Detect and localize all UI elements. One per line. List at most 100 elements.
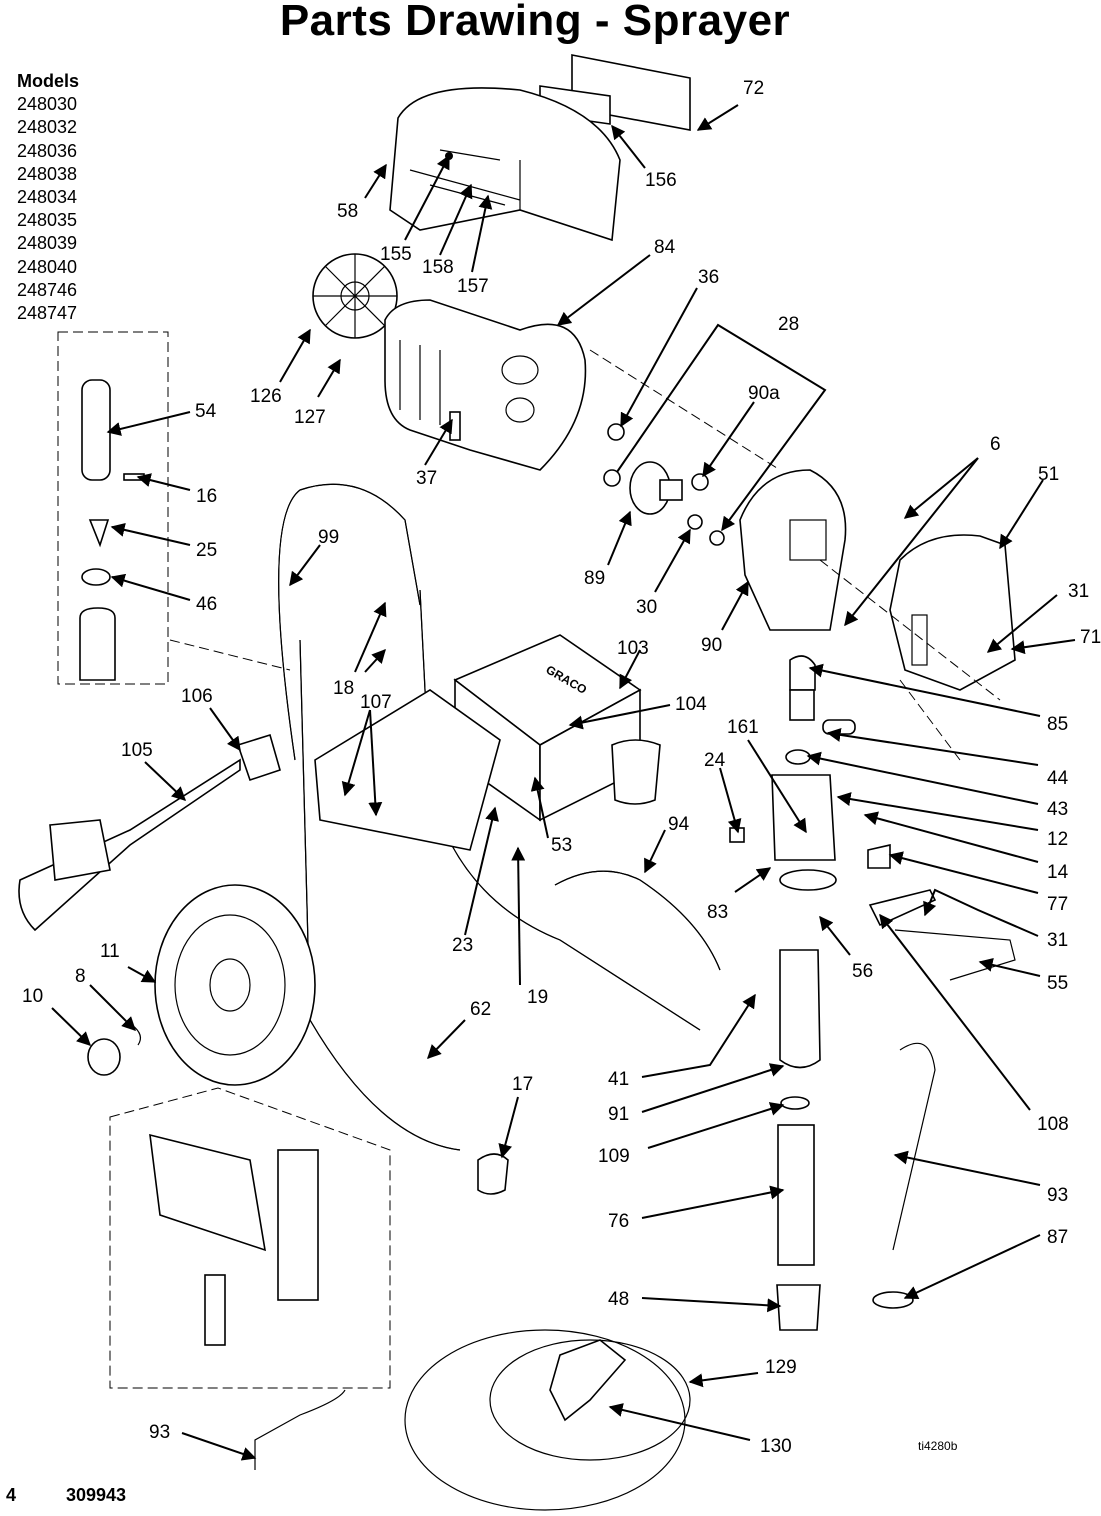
model-number: 248747: [17, 303, 78, 324]
gun-130: [549, 1339, 627, 1422]
image-code: ti4280b: [918, 1439, 958, 1453]
shroud-58: [389, 87, 621, 242]
document-number: 309943: [66, 1485, 127, 1505]
callout-129: 129: [765, 1357, 797, 1378]
models-header: Models: [17, 71, 80, 91]
motor-84: [384, 299, 587, 471]
washer-28: [603, 469, 621, 487]
pin-44: [822, 719, 856, 735]
callout-8: 8: [75, 966, 86, 987]
callout-76: 76: [608, 1211, 629, 1232]
page-number: 4: [6, 1485, 17, 1505]
models-list: Models 248030 248032 248036 248038 24803…: [17, 70, 79, 325]
callout-62: 62: [470, 999, 491, 1020]
clip-77: [867, 843, 891, 869]
pump-lower-91: [779, 949, 821, 1069]
pump-cover-51: [889, 534, 1016, 691]
callout-127: 127: [294, 407, 326, 428]
leader-lines: [51, 104, 1076, 1461]
callout-28: 28: [778, 314, 799, 335]
callout-25: 25: [196, 540, 217, 561]
callout-104: 104: [675, 694, 707, 715]
callout-36: 36: [698, 267, 719, 288]
control-inset: [109, 1087, 391, 1389]
mount-plate: [314, 689, 501, 851]
callout-91: 91: [608, 1104, 629, 1125]
callout-54: 54: [195, 401, 217, 422]
oring-109: [780, 1096, 810, 1110]
callout-23: 23: [452, 935, 473, 956]
hose-94: [554, 870, 721, 971]
gear-housing-90: [739, 469, 847, 631]
callout-105: 105: [121, 740, 153, 761]
bracket-108: [868, 889, 937, 927]
callout-46: 46: [196, 594, 217, 615]
callout-18: 18: [333, 678, 354, 699]
callout-103: 103: [617, 638, 649, 659]
callout-24: 24: [704, 750, 726, 771]
callout-37: 37: [416, 468, 437, 489]
callout-53: 53: [551, 835, 572, 856]
model-number: 248036: [17, 140, 78, 161]
callout-90: 90: [701, 635, 722, 656]
washer-90a: [691, 473, 709, 491]
callout-41: 41: [608, 1069, 629, 1090]
model-number: 248040: [17, 256, 78, 277]
callout-155: 155: [380, 244, 412, 265]
callout-58: 58: [337, 201, 358, 222]
clip-25: [88, 519, 110, 548]
pump-parts-inset: [57, 331, 169, 685]
hubcap-10: [87, 1038, 121, 1076]
page-title: Parts Drawing - Sprayer: [279, 0, 791, 45]
wheel-11: [154, 884, 316, 1086]
tube-inset: [79, 607, 116, 681]
nut-56: [779, 869, 837, 891]
callout-161: 161: [727, 717, 759, 738]
callout-93b: 93: [149, 1422, 170, 1443]
callout-51: 51: [1038, 464, 1059, 485]
model-number: 248039: [17, 233, 78, 254]
callout-16: 16: [196, 486, 217, 507]
callout-55: 55: [1047, 973, 1068, 994]
callout-109: 109: [598, 1146, 630, 1167]
model-number: 248032: [17, 117, 78, 138]
callout-108: 108: [1037, 1114, 1069, 1135]
model-number: 248030: [17, 94, 78, 115]
handle-105: [18, 758, 241, 932]
callout-83: 83: [707, 902, 728, 923]
callout-107: 107: [360, 692, 392, 713]
hose-129: [404, 1329, 686, 1511]
fan-126: [312, 253, 398, 339]
callout-84: 84: [654, 237, 676, 258]
bucket: [611, 739, 661, 805]
callout-72: 72: [743, 78, 764, 99]
callout-99: 99: [318, 527, 339, 548]
callout-31: 31: [1068, 581, 1089, 602]
power-plug: [204, 1274, 226, 1346]
washer-36: [607, 423, 625, 441]
callout-56: 56: [852, 961, 873, 982]
callout-126: 126: [250, 386, 282, 407]
screw-37: [449, 411, 461, 441]
pressure-control: [277, 1149, 319, 1301]
cap-17: [477, 1153, 509, 1195]
foot-87: [872, 1291, 914, 1309]
callout-85: 85: [1047, 714, 1068, 735]
callout-10: 10: [22, 986, 43, 1007]
callout-labels: 72 156 58 155 158 157 84 36 28 90a 126 1…: [22, 78, 1101, 1457]
pump-housing-83: [771, 774, 836, 861]
hose-93b: [254, 1389, 346, 1470]
callout-48: 48: [608, 1289, 629, 1310]
model-number: 248038: [17, 163, 78, 184]
callout-43: 43: [1047, 799, 1068, 820]
model-number: 248746: [17, 279, 78, 300]
callout-12: 12: [1047, 829, 1068, 850]
callout-87: 87: [1047, 1227, 1068, 1248]
callout-157: 157: [457, 276, 489, 297]
callout-94: 94: [668, 814, 690, 835]
rod-body: [789, 689, 815, 721]
callout-14: 14: [1047, 862, 1069, 883]
rod-55: [894, 929, 1016, 981]
callout-90a: 90a: [748, 383, 780, 404]
